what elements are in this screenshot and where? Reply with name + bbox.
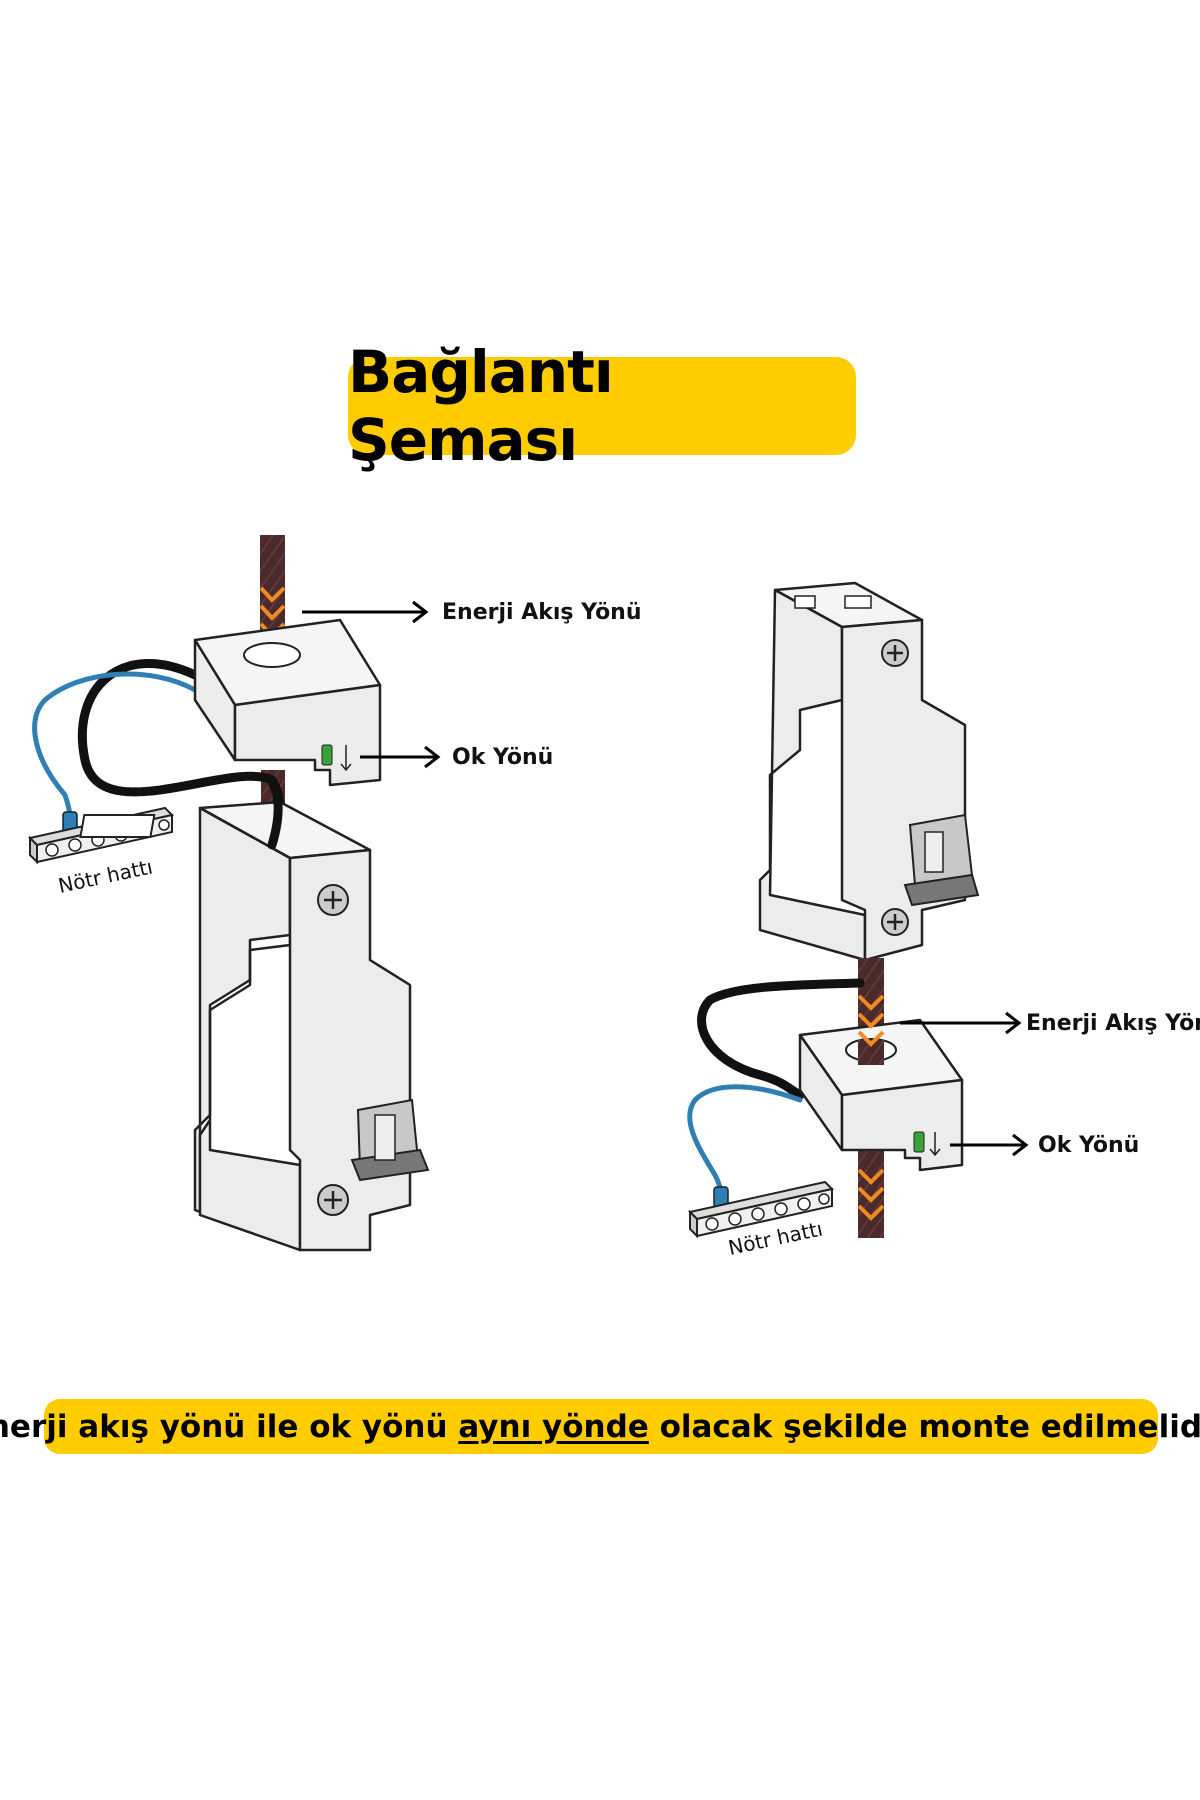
- left-assembly: Nötr hattı: [28, 535, 642, 1252]
- left-neutral-wire: [32, 671, 198, 823]
- page-title: Bağlantı Şeması: [348, 338, 614, 474]
- arrow-right-icon: [302, 600, 429, 624]
- right-breaker: [758, 581, 980, 962]
- left-arrow-direction-label: Ok Yönü: [452, 745, 553, 770]
- screw-icon: [881, 908, 909, 936]
- right-neutral-bar: [688, 1180, 834, 1239]
- arrow-right-icon: [950, 1133, 1029, 1157]
- down-arrow-icon: [340, 745, 352, 772]
- right-energy-flow-label: Enerji Akış Yönü: [1026, 1011, 1200, 1036]
- note-emphasis: aynı yönde: [458, 1408, 649, 1445]
- right-assembly: Nötr hattı Enerji Akış Yönü: [687, 581, 1200, 1260]
- installation-note: Enerji akış yönü ile ok yönü aynı yönde …: [0, 1399, 1200, 1454]
- left-energy-flow-label: Enerji Akış Yönü: [442, 600, 642, 625]
- left-current-sensor: [193, 618, 382, 787]
- down-arrow-icon: [929, 1132, 941, 1157]
- right-output-cable: [858, 1150, 884, 1238]
- note-text-before: Enerji akış yönü ile ok yönü: [0, 1408, 459, 1445]
- left-neutral-label: Nötr hattı: [56, 854, 155, 897]
- title-banner: Bağlantı Şeması: [348, 338, 856, 474]
- left-green-indicator: [321, 744, 333, 766]
- screw-icon: [317, 884, 349, 916]
- chevron-down-icon: [857, 994, 885, 1221]
- right-black-wire: [697, 978, 865, 1100]
- arrow-right-icon: [360, 745, 441, 769]
- screw-icon: [317, 1184, 349, 1216]
- right-green-indicator: [913, 1131, 925, 1153]
- right-neutral-wire: [687, 1084, 803, 1198]
- left-breaker: [79, 800, 430, 1252]
- note-text-after: olacak şekilde monte edilmelidir.: [648, 1408, 1200, 1445]
- screw-icon: [705, 1193, 830, 1231]
- right-arrow-direction-label: Ok Yönü: [1038, 1133, 1139, 1158]
- screw-icon: [881, 639, 909, 667]
- arrow-right-icon: [900, 1011, 1022, 1035]
